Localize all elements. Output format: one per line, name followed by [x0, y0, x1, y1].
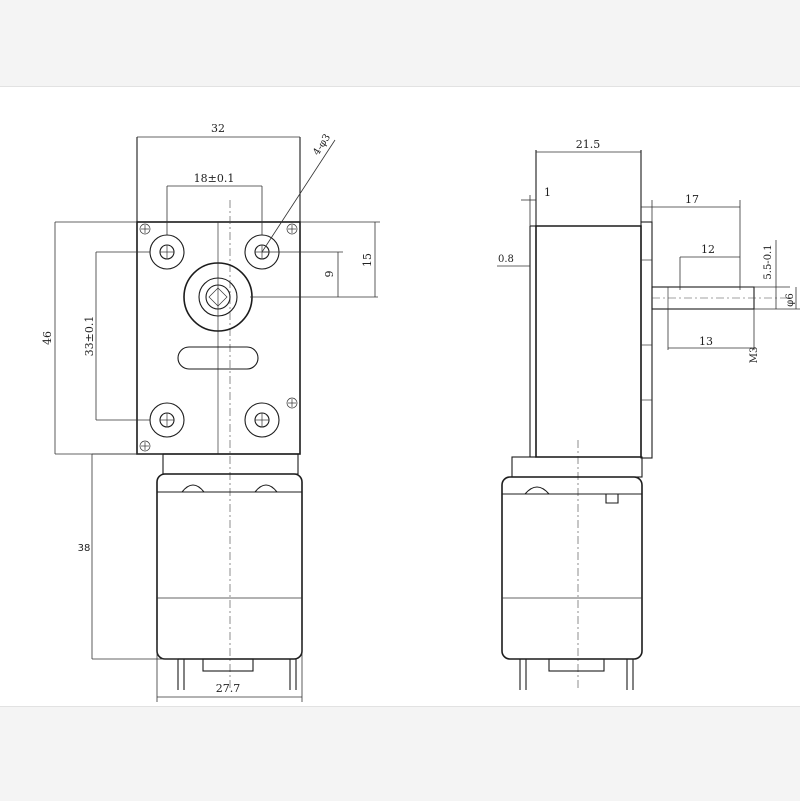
- face-plate: [640, 221, 653, 459]
- gearbox-side-body: [535, 225, 642, 458]
- mounting-hole-icon: [149, 402, 185, 438]
- dim-shaft-offset: 9: [323, 271, 336, 278]
- side-motor-neck: [511, 456, 643, 478]
- side-motor-terminals: [519, 659, 634, 690]
- side-terminal-bump: [523, 486, 551, 495]
- corner-screw-icon: [286, 397, 298, 409]
- motor-end-cap: [202, 658, 254, 672]
- dim-hole-spacing-x: 18±0.1: [194, 172, 235, 185]
- dim-shaft-to-top: 15: [361, 253, 374, 267]
- bottom-margin-band: [0, 706, 800, 801]
- dim-shaft-length: 17: [685, 193, 699, 206]
- corner-screw-icon: [286, 223, 298, 235]
- output-shaft-icon: [183, 262, 253, 332]
- motor-can: [156, 473, 303, 660]
- dim-face-offset: 0.8: [498, 254, 514, 265]
- terminal-bump: [180, 484, 206, 493]
- dim-shaft-diameter: φ6: [785, 293, 796, 306]
- dim-flange: 1: [544, 186, 551, 199]
- dim-flat-length: 12: [701, 243, 715, 256]
- dim-holes-callout: 4-φ3: [311, 132, 333, 157]
- side-view: 21.5 1 0.8 17 12 5.5-0.1 φ6 13 M3: [497, 138, 800, 690]
- side-motor-can: [501, 476, 643, 660]
- side-motor-end-cap: [548, 658, 605, 672]
- top-margin-band: [0, 0, 800, 87]
- mounting-hole-icon: [244, 402, 280, 438]
- motor-terminals: [177, 659, 297, 690]
- dim-width: 32: [211, 122, 225, 135]
- dim-thread-length: 13: [699, 335, 713, 348]
- corner-screw-icon: [139, 223, 151, 235]
- terminal-bump: [253, 484, 279, 493]
- gearbox-top-body: [136, 137, 301, 222]
- dim-flat-depth: 5.5-0.1: [763, 244, 774, 279]
- slot-opening: [177, 346, 259, 370]
- motor-neck: [162, 453, 299, 475]
- dim-thread: M3: [749, 347, 760, 364]
- dim-motor-length: 38: [78, 543, 91, 554]
- front-view: 32 18±0.1 4-φ3 46 33±0.1 9 15 38: [41, 122, 380, 702]
- corner-screw-icon: [139, 440, 151, 452]
- dim-height: 46: [41, 331, 54, 345]
- dim-depth: 21.5: [576, 138, 601, 151]
- dim-hole-spacing-y: 33±0.1: [83, 316, 96, 357]
- dim-motor-width: 27.7: [216, 682, 241, 695]
- mounting-hole-icon: [149, 234, 185, 270]
